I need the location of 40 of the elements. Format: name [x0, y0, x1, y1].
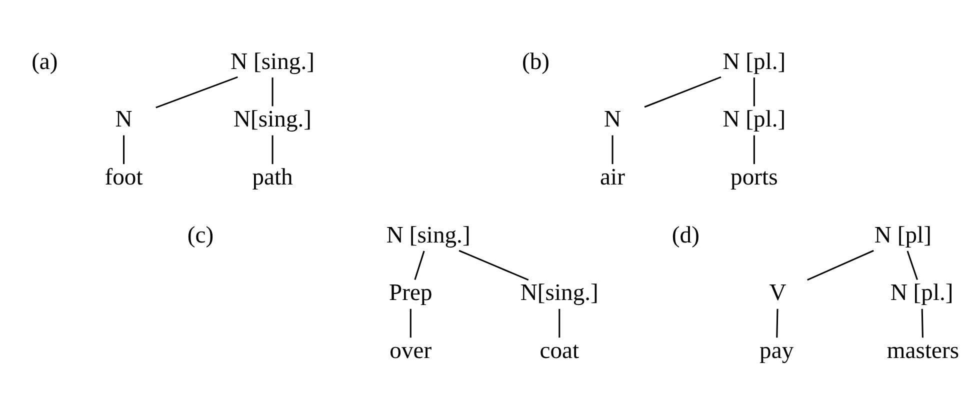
connector [753, 134, 755, 164]
connector [156, 76, 238, 108]
connector [558, 308, 560, 338]
connector [612, 134, 614, 164]
node-text: N [sing.] [230, 48, 314, 74]
node-text: air [600, 164, 625, 190]
node-text: over [390, 338, 432, 364]
connector [272, 134, 274, 164]
node-text: coat [540, 338, 580, 364]
connector [921, 308, 924, 338]
node-text: ports [730, 164, 778, 190]
node-text: N [pl.] [722, 106, 786, 132]
node-text: V [769, 280, 786, 306]
node-text: foot [104, 164, 143, 190]
node-text: N[sing.] [234, 106, 312, 132]
connector [644, 76, 722, 108]
label: (c) [187, 222, 214, 248]
node-text: N[sing.] [520, 280, 598, 306]
connector [906, 250, 918, 280]
node-text: N [pl] [874, 222, 932, 248]
connector [123, 134, 125, 164]
node-text: N [pl.] [890, 280, 954, 306]
node-text: N [pl.] [722, 48, 786, 74]
node-text: N [604, 106, 622, 132]
connector [272, 77, 274, 106]
connector [458, 249, 529, 280]
label: (d) [672, 222, 700, 248]
node-text: path [252, 164, 293, 190]
connector [414, 250, 425, 280]
connector [776, 308, 778, 338]
connector [410, 308, 412, 338]
node-text: N [115, 106, 132, 132]
label: (a) [32, 48, 58, 74]
label: (b) [522, 48, 550, 74]
connector [753, 77, 755, 106]
node-text: pay [760, 338, 794, 364]
connector [807, 249, 874, 280]
node-text: Prep [389, 280, 432, 306]
node-text: N [sing.] [386, 222, 470, 248]
node-text: masters [886, 338, 960, 364]
